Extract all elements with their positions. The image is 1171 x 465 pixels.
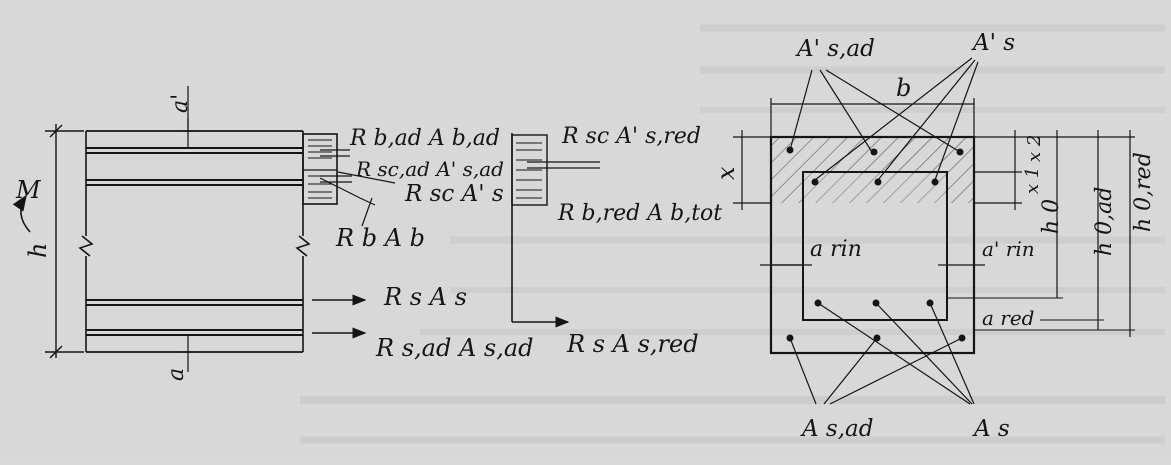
- force-comp-label: R sc A' s: [404, 181, 504, 207]
- force-conc-label: R b A b: [335, 224, 425, 252]
- bottom-ad-bars-label: A s,ad: [800, 416, 873, 442]
- force-comp-red-label: R sc A' s,red: [561, 124, 701, 149]
- a-rin-prime-label: a' rin: [982, 237, 1035, 261]
- force-comp-ad-label: R sc,ad A' s,ad: [355, 157, 504, 181]
- a-red-label: a red: [982, 306, 1034, 330]
- x2-label: x 2: [1024, 135, 1045, 162]
- cross-section: [733, 57, 1135, 405]
- force-tens-ad-label: R s,ad A s,ad: [375, 334, 534, 362]
- width-label: b: [896, 74, 911, 102]
- moment-arrow: [12, 194, 31, 233]
- x-label: x: [712, 166, 740, 180]
- h0-ad-label: h 0,ad: [1092, 187, 1117, 256]
- h0-label: h 0: [1039, 199, 1064, 234]
- top-ad-bars-label: A' s,ad: [795, 36, 875, 62]
- bottom-cover-label: a: [164, 368, 189, 381]
- force-tens-label: R s A s: [383, 283, 467, 311]
- compressed-zone-hatch: [771, 137, 974, 203]
- a-rin-label: a rin: [810, 237, 862, 262]
- bottom-bars-label: A s: [972, 416, 1010, 442]
- top-cover-label: a': [168, 94, 193, 113]
- x1-label: x 1: [1022, 167, 1043, 194]
- top-bars-label: A' s: [971, 30, 1015, 56]
- moment-label: M: [15, 176, 42, 204]
- reduced-stress-diagram: [511, 133, 600, 328]
- force-tens-red-label: R s A s,red: [566, 330, 699, 358]
- beam-elevation: [45, 86, 396, 372]
- rebar-dots: [786, 146, 966, 342]
- height-label: h: [24, 243, 52, 258]
- h0-red-label: h 0,red: [1131, 152, 1156, 232]
- force-conc-red-label: R b,red A b,tot: [557, 201, 722, 226]
- force-conc-ad-label: R b,ad A b,ad: [349, 126, 500, 151]
